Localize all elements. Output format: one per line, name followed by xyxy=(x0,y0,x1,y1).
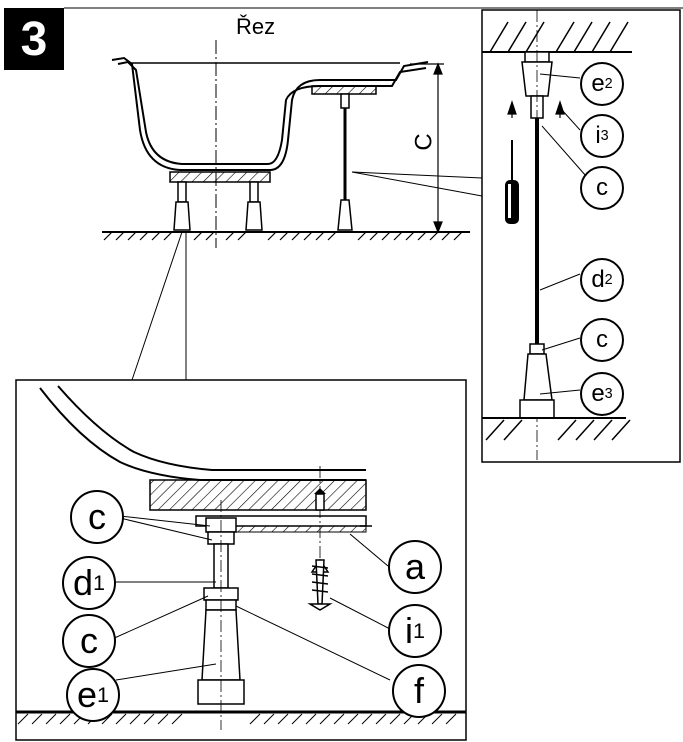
detail-arrow-up xyxy=(314,488,326,494)
section-title: Řez xyxy=(236,14,276,39)
bathtub-seat-board xyxy=(311,85,377,95)
callout-c-detail-mid: c xyxy=(62,614,116,668)
dimension-c-label: C xyxy=(410,133,438,151)
leader-right-1 xyxy=(351,171,483,179)
bathtub-base-board xyxy=(169,171,271,183)
detail-tub-shell xyxy=(39,385,366,481)
right-leaders xyxy=(539,73,587,395)
detail-leg xyxy=(197,500,245,730)
leader-right-2 xyxy=(351,171,483,197)
screw-i1-icon xyxy=(307,558,333,611)
callout-c-detail-top: c xyxy=(70,490,124,544)
callout-c-right-top: c xyxy=(580,166,624,210)
bathtub-legs xyxy=(173,93,353,231)
detail-floor-hatch xyxy=(17,713,457,725)
detail-plate-inner xyxy=(229,525,367,533)
dimension-c xyxy=(410,62,444,234)
callout-f: f xyxy=(392,664,446,718)
detail-leaders xyxy=(109,515,393,681)
detail-base-board xyxy=(149,479,367,511)
right-floor xyxy=(482,417,631,441)
bathtub-section xyxy=(111,56,429,171)
right-leg-assembly xyxy=(519,10,555,460)
right-ceiling xyxy=(482,21,632,53)
screwdriver-icon xyxy=(505,140,519,224)
step-number-badge: 3 xyxy=(4,8,64,70)
right-anchors xyxy=(507,100,565,118)
detail-arrow-stem xyxy=(315,493,325,511)
callout-a: a xyxy=(388,540,442,594)
floor-top-hatch xyxy=(103,231,463,241)
callout-c-right-bottom: c xyxy=(580,318,624,362)
leader-detail-1 xyxy=(131,231,183,381)
